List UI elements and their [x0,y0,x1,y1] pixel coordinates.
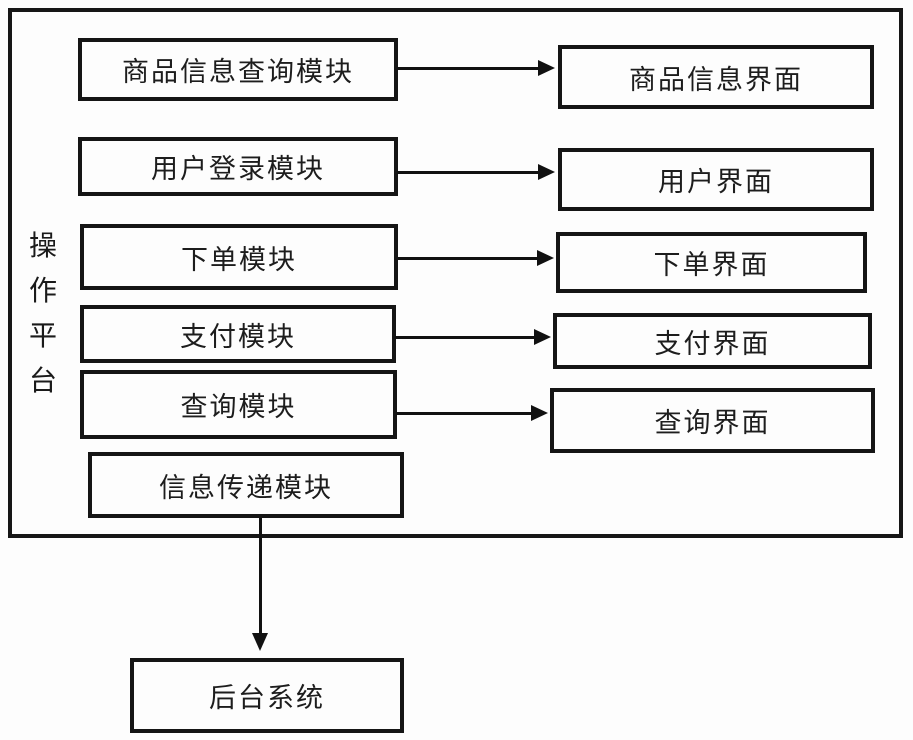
interface-box-place-order: 下单界面 [556,232,867,293]
arrow-place-order-to-interface [398,250,554,266]
module-box-payment: 支付模块 [80,305,396,363]
interface-box-user: 用户界面 [558,148,874,211]
backend-system-box: 后台系统 [130,658,404,733]
operation-platform-label: 操作平台 [28,231,57,397]
interface-box-product-info: 商品信息界面 [558,45,874,109]
module-box-place-order: 下单模块 [80,224,398,290]
arrow-info-transfer-to-backend [252,518,268,651]
arrow-product-info-query-to-interface [397,60,555,76]
arrow-query-to-interface [396,405,548,421]
interface-box-payment: 支付界面 [553,313,872,369]
module-box-info-transfer: 信息传递模块 [88,452,404,518]
module-box-query: 查询模块 [80,370,397,439]
module-box-product-info-query: 商品信息查询模块 [78,38,398,101]
arrow-payment-to-interface [395,329,551,345]
arrow-user-login-to-interface [397,164,555,180]
interface-box-query: 查询界面 [550,388,875,453]
module-box-user-login: 用户登录模块 [78,137,398,196]
